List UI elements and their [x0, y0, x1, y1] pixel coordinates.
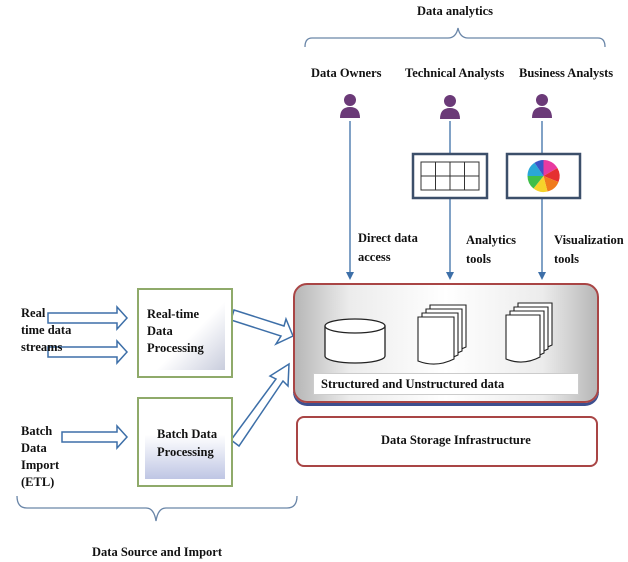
business-analysts-user-icon — [532, 94, 552, 118]
data-owners-user-icon — [340, 94, 360, 118]
realtime-streams-label: Real time data streams — [21, 306, 72, 354]
batch-import-label: Batch Data Import (ETL) — [21, 424, 60, 489]
data-analytics-title: Data analytics — [417, 4, 494, 18]
structured-unstructured-label: Structured and Unstructured data — [321, 377, 505, 391]
data-owners-label: Data Owners — [311, 66, 382, 80]
stream-arrow-2 — [47, 339, 129, 365]
realtime-processing-box: Real-time Data Processing — [137, 288, 233, 378]
source-brace — [16, 495, 298, 522]
business-analysts-label: Business Analysts — [519, 66, 614, 80]
realtime-processing-label: Real-time Data Processing — [147, 307, 204, 355]
pie-chart-tool-icon — [505, 152, 582, 200]
table-tool-icon — [411, 152, 489, 200]
batch-processing-box: Batch Data Processing — [137, 397, 233, 487]
data-source-import-title: Data Source and Import — [92, 545, 222, 559]
storage-infrastructure-box: Data Storage Infrastructure — [296, 416, 598, 467]
batch-import-arrow — [61, 424, 129, 450]
structured-unstructured-bar: Structured and Unstructured data — [313, 373, 579, 395]
batch-to-storage-arrow — [229, 362, 290, 448]
realtime-to-storage-arrow — [230, 309, 294, 346]
storage-infrastructure-label: Data Storage Infrastructure — [381, 433, 531, 447]
analytics-brace — [304, 27, 606, 48]
technical-analysts-label: Technical Analysts — [405, 66, 505, 80]
batch-processing-label: Batch Data Processing — [157, 427, 218, 459]
stream-arrow-1 — [47, 305, 129, 331]
technical-analysts-user-icon — [440, 95, 460, 119]
